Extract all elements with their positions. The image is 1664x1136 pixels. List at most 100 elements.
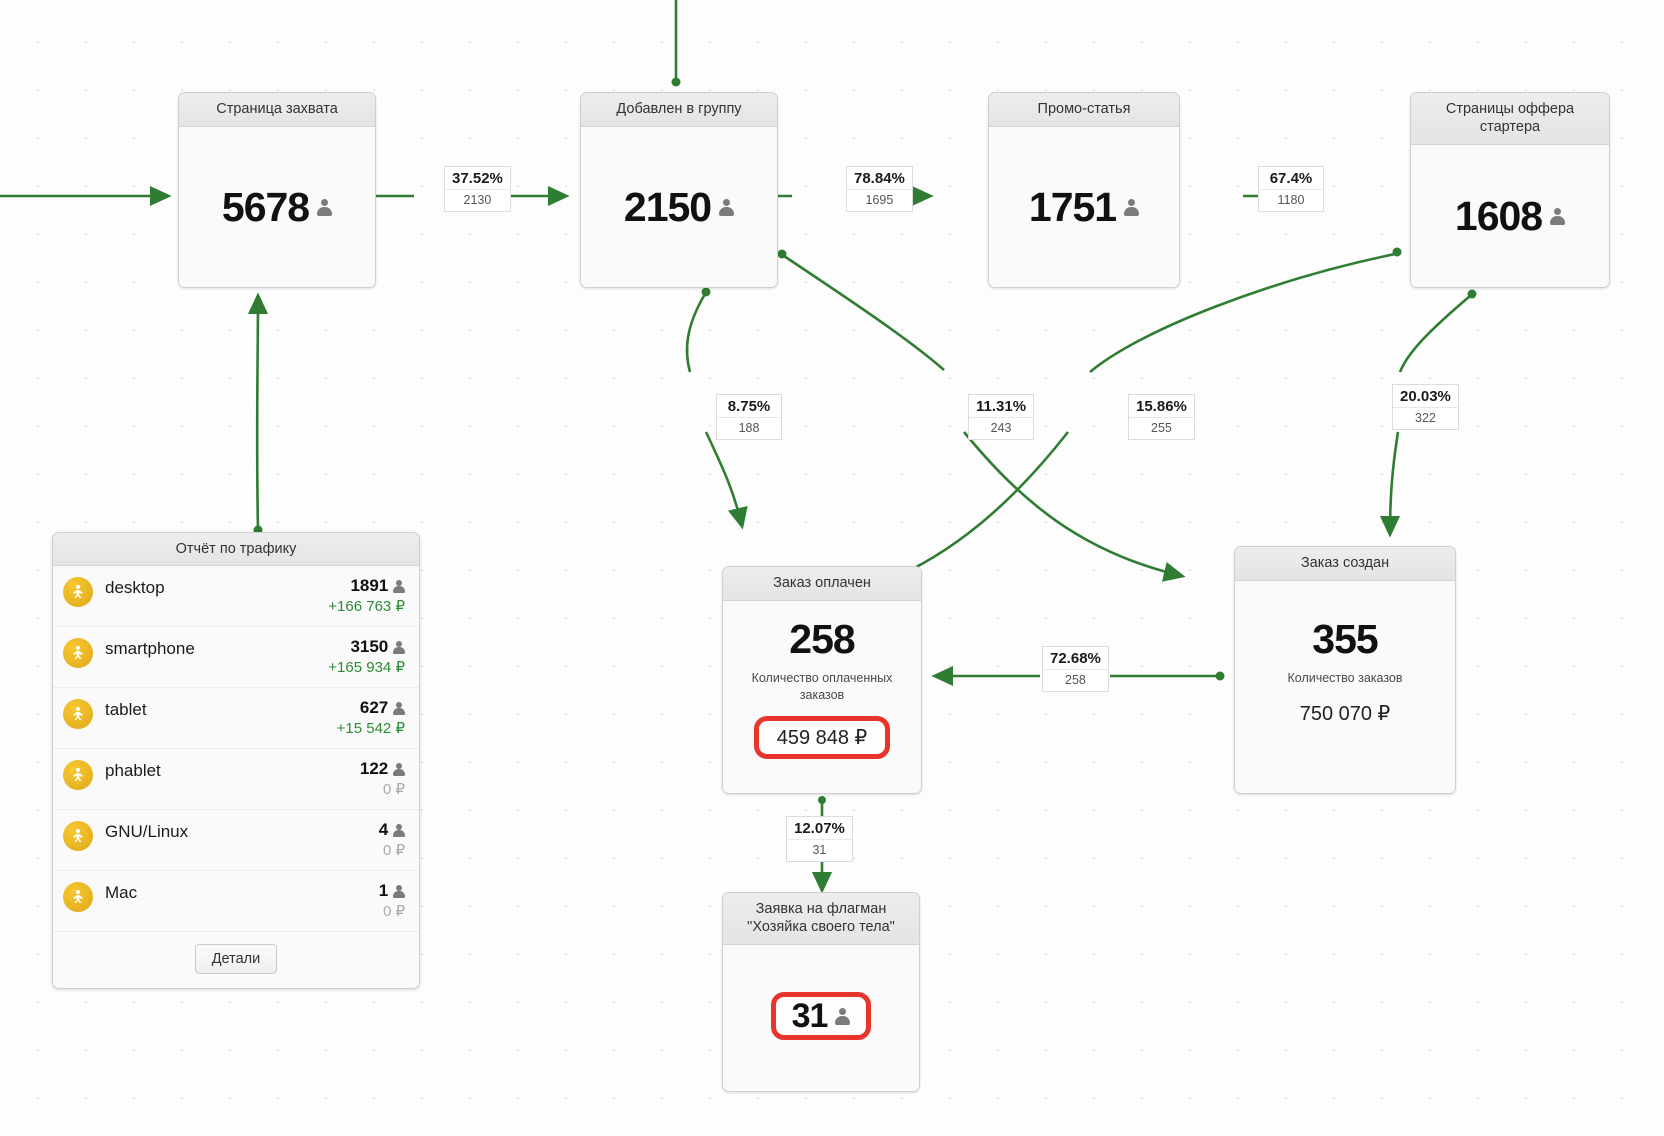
traffic-row-name: tablet — [105, 700, 147, 719]
node-promo-value: 1751 — [1028, 183, 1117, 230]
traffic-row[interactable]: smartphone 3150 +165 934 ₽ — [53, 627, 419, 688]
edge-label-paid-to-flagship[interactable]: 12.07% 31 — [786, 816, 853, 862]
traffic-row-values: 1 0 ₽ — [379, 880, 405, 922]
node-flagship-request-body: 31 — [723, 945, 919, 1088]
edge-group-to-created-a — [783, 254, 945, 371]
node-capture[interactable]: Страница захвата 5678 — [178, 92, 376, 288]
traffic-row-name: GNU/Linux — [105, 822, 189, 841]
traffic-row[interactable]: Mac 1 0 ₽ — [53, 871, 419, 932]
person-icon — [393, 640, 405, 655]
traffic-row-count: 4 — [379, 819, 405, 840]
node-flagship-title-line2: "Хозяйка своего тела" — [747, 919, 895, 936]
node-promo[interactable]: Промо-статья 1751 — [988, 92, 1180, 288]
person-icon — [393, 823, 405, 838]
node-order-paid-money: 459 848 ₽ — [776, 726, 868, 749]
person-icon — [393, 762, 405, 777]
details-button[interactable]: Детали — [194, 944, 278, 974]
person-icon — [719, 198, 735, 217]
edge-pct: 8.75% — [717, 395, 781, 418]
edge-count: 1180 — [1277, 193, 1305, 207]
person-icon — [1124, 198, 1140, 217]
node-group-title: Добавлен в группу — [581, 93, 777, 128]
traffic-row[interactable]: desktop 1891 +166 763 ₽ — [53, 566, 419, 627]
edge-count: 258 — [1065, 673, 1086, 687]
edge-label-capture-to-group[interactable]: 37.52% 2130 — [444, 166, 511, 212]
traffic-row-money: 0 ₽ — [382, 842, 405, 860]
edge-pct: 78.84% — [847, 167, 912, 190]
edge-count: 31 — [812, 843, 827, 857]
traffic-row-money: 0 ₽ — [382, 903, 405, 921]
edge-label-group-to-promo[interactable]: 78.84% 1695 — [846, 166, 913, 212]
node-order-created[interactable]: Заказ создан 355 Количество заказов 750 … — [1234, 546, 1456, 794]
traffic-row-name: Mac — [105, 883, 138, 902]
device-icon — [63, 821, 93, 851]
person-icon — [317, 198, 333, 217]
node-flagship-request-title: Заявка на флагман "Хозяйка своего тела" — [723, 893, 919, 946]
traffic-report-rows: desktop 1891 +166 763 ₽ smartphone 3150 +16… — [53, 566, 419, 932]
node-capture-body: 5678 — [179, 127, 375, 287]
node-flagship-request-value: 31 — [791, 997, 829, 1036]
edge-starter-to-paid-a — [1089, 252, 1396, 373]
traffic-row-values: 627 +15 542 ₽ — [337, 697, 405, 739]
edge-pct: 12.07% — [787, 817, 852, 840]
device-icon — [63, 699, 93, 729]
device-icon — [63, 760, 93, 790]
node-capture-title: Страница захвата — [179, 93, 375, 128]
traffic-row[interactable]: GNU/Linux 4 0 ₽ — [53, 810, 419, 871]
edge-label-created-to-paid[interactable]: 72.68% 258 — [1042, 646, 1109, 692]
traffic-row-money: +165 934 ₽ — [328, 659, 405, 677]
traffic-row-count: 1891 — [328, 575, 405, 596]
edge-label-group-to-created[interactable]: 11.31% 243 — [968, 394, 1035, 440]
traffic-row-money: +166 763 ₽ — [328, 598, 405, 616]
node-flagship-request[interactable]: Заявка на флагман "Хозяйка своего тела" … — [722, 892, 920, 1092]
person-icon — [393, 701, 405, 716]
traffic-row[interactable]: tablet 627 +15 542 ₽ — [53, 688, 419, 749]
node-order-paid-caption: Количество оплаченных заказов — [751, 671, 893, 702]
traffic-row-money: +15 542 ₽ — [336, 720, 405, 738]
edge-pct: 11.31% — [969, 395, 1034, 418]
traffic-row-values: 3150 +165 934 ₽ — [328, 636, 405, 678]
highlight-box-flagship-value: 31 — [770, 992, 872, 1041]
node-starter-offer-value: 1608 — [1454, 192, 1543, 239]
edge-pct: 37.52% — [445, 167, 510, 190]
edge-pct: 72.68% — [1043, 647, 1108, 670]
node-order-paid-body: 258 Количество оплаченных заказов 459 84… — [723, 601, 921, 793]
edge-count: 255 — [1151, 421, 1172, 435]
edge-count: 322 — [1415, 411, 1436, 425]
traffic-row-count: 1 — [379, 880, 405, 901]
node-order-created-caption: Количество заказов — [1287, 671, 1403, 686]
edge-pct: 15.86% — [1129, 395, 1194, 418]
edge-label-starter-to-paid[interactable]: 15.86% 255 — [1128, 394, 1195, 440]
edge-starter-to-created-b — [1379, 431, 1401, 538]
node-order-created-money: 750 070 ₽ — [1299, 703, 1391, 725]
node-group[interactable]: Добавлен в группу 2150 — [580, 92, 778, 288]
edge-count: 1695 — [865, 193, 894, 207]
traffic-report-footer: Детали — [53, 932, 419, 988]
highlight-box-paid-money: 459 848 ₽ — [753, 715, 891, 759]
edge-count: 2130 — [463, 193, 492, 207]
edge-label-group-to-paid[interactable]: 8.75% 188 — [716, 394, 782, 440]
traffic-row-count: 3150 — [328, 636, 405, 657]
traffic-report-panel[interactable]: Отчёт по трафику desktop 1891 +166 763 ₽ s… — [52, 532, 420, 989]
edge-label-starter-to-created[interactable]: 20.03% 322 — [1392, 384, 1459, 430]
edge-label-promo-to-starter[interactable]: 67.4% 1180 — [1258, 166, 1324, 212]
node-starter-offer-title: Страницы оффера стартера — [1411, 93, 1609, 146]
node-order-paid[interactable]: Заказ оплачен 258 Количество оплаченных … — [722, 566, 922, 794]
node-order-created-title: Заказ создан — [1235, 547, 1455, 582]
traffic-row-name: smartphone — [105, 639, 195, 658]
traffic-row-money: 0 ₽ — [382, 781, 405, 799]
edge-count: 188 — [738, 421, 760, 435]
edge-pct: 67.4% — [1259, 167, 1323, 190]
edge-group-to-created-b — [962, 431, 1186, 582]
traffic-row-values: 4 0 ₽ — [379, 819, 405, 861]
node-starter-offer[interactable]: Страницы оффера стартера 1608 — [1410, 92, 1610, 288]
node-starter-offer-body: 1608 — [1411, 145, 1609, 287]
device-icon — [63, 638, 93, 668]
edge-traffic-to-capture — [247, 292, 269, 531]
edge-group-to-paid-a — [685, 293, 707, 373]
traffic-row-name: desktop — [105, 578, 165, 597]
device-icon — [63, 577, 93, 607]
traffic-report-title: Отчёт по трафику — [53, 533, 419, 566]
traffic-row-values: 122 0 ₽ — [360, 758, 405, 800]
